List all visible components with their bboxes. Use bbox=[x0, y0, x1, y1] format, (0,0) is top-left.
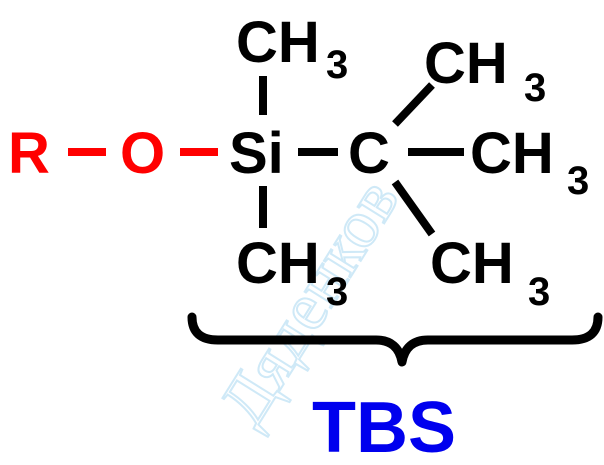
methyl-upper-right-label: CH bbox=[424, 31, 508, 96]
methyl-top-label: CH bbox=[236, 10, 320, 75]
silicon-atom: Si bbox=[229, 121, 284, 186]
tbs-curly-brace bbox=[187, 312, 603, 367]
tbs-group-label: TBS bbox=[312, 388, 456, 465]
bond-c-ch3-lower-right bbox=[391, 179, 436, 237]
methyl-right-label: CH bbox=[470, 121, 554, 186]
methyl-bottom-label: CH bbox=[236, 231, 320, 296]
methyl-lower-right-subscript: 3 bbox=[528, 270, 550, 314]
oxygen-atom: O bbox=[120, 121, 165, 186]
methyl-top-subscript: 3 bbox=[326, 43, 348, 87]
methyl-right-subscript: 3 bbox=[567, 159, 589, 203]
bond-c-ch3-upper-right bbox=[392, 82, 435, 127]
methyl-upper-right-subscript: 3 bbox=[524, 66, 546, 110]
methyl-lower-right-label: CH bbox=[430, 231, 514, 296]
r-group-label: R bbox=[8, 121, 50, 186]
methyl-bottom-subscript: 3 bbox=[326, 270, 348, 314]
quaternary-carbon-atom: C bbox=[348, 121, 390, 186]
